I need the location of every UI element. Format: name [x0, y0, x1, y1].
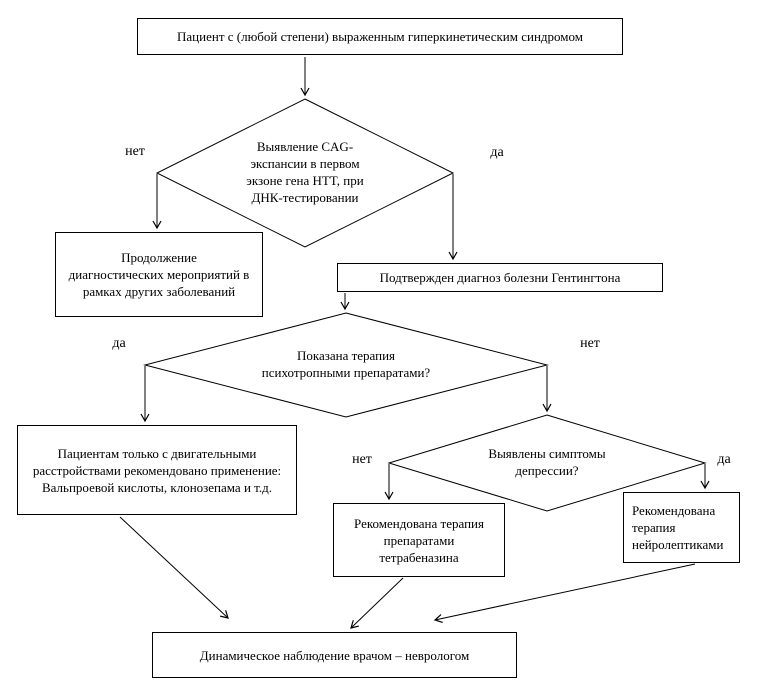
decision-depression-shape: [387, 414, 707, 512]
decision-psychotropic: Показана терапия психотропными препарата…: [231, 347, 461, 381]
node-patient: Пациент с (любой степени) выраженным гип…: [137, 18, 623, 55]
edge-label-psychotropic-yes: да: [112, 336, 126, 351]
edge-label-depression-no: нет: [352, 452, 372, 467]
edge-label-cag-no: нет: [125, 144, 145, 159]
node-tetrabenazine-therapy: Рекомендована терапия препаратами тетраб…: [333, 503, 505, 577]
node-motor-treatment-label: Пациентам только с двигательными расстро…: [32, 445, 282, 495]
arrow-neuroleptics-to-observation: [433, 563, 696, 624]
node-neuroleptics-therapy-label: Рекомендована терапия нейролептиками: [632, 503, 724, 552]
node-continue-diagnostics: Продолжение диагностических мероприятий …: [55, 232, 263, 317]
edge-label-cag-yes: да: [490, 145, 504, 160]
decision-cag-expansion-label: Выявление CAG- экспансии в первом экзоне…: [246, 139, 364, 205]
node-confirmed-diagnosis-label: Подтвержден диагноз болезни Гентингтона: [379, 270, 621, 285]
decision-psychotropic-label: Показана терапия психотропными препарата…: [261, 348, 431, 380]
arrow-motor-to-observation: [119, 516, 229, 619]
decision-psychotropic-shape: [143, 312, 549, 418]
node-observation-label: Динамическое наблюдение врачом – невроло…: [199, 647, 470, 663]
node-tetrabenazine-therapy-label: Рекомендована терапия препаратами тетраб…: [354, 515, 484, 565]
edge-label-psychotropic-no: нет: [580, 336, 600, 351]
node-observation: Динамическое наблюдение врачом – невроло…: [152, 632, 517, 678]
decision-cag-expansion-shape: [155, 98, 455, 248]
decision-depression-label: Выявлены симптомы депрессии?: [488, 446, 606, 478]
decision-depression: Выявлены симптомы депрессии?: [457, 445, 637, 479]
node-patient-label: Пациент с (любой степени) выраженным гип…: [177, 29, 583, 44]
node-motor-treatment: Пациентам только с двигательными расстро…: [17, 425, 297, 515]
decision-cag-expansion: Выявление CAG- экспансии в первом экзоне…: [215, 138, 395, 206]
node-continue-diagnostics-label: Продолжение диагностических мероприятий …: [68, 250, 250, 299]
arrow-tetrabenazine-to-observation: [350, 577, 404, 629]
node-confirmed-diagnosis: Подтвержден диагноз болезни Гентингтона: [337, 263, 663, 292]
edge-label-depression-yes: да: [717, 452, 731, 467]
node-neuroleptics-therapy: Рекомендована терапия нейролептиками: [623, 492, 740, 563]
